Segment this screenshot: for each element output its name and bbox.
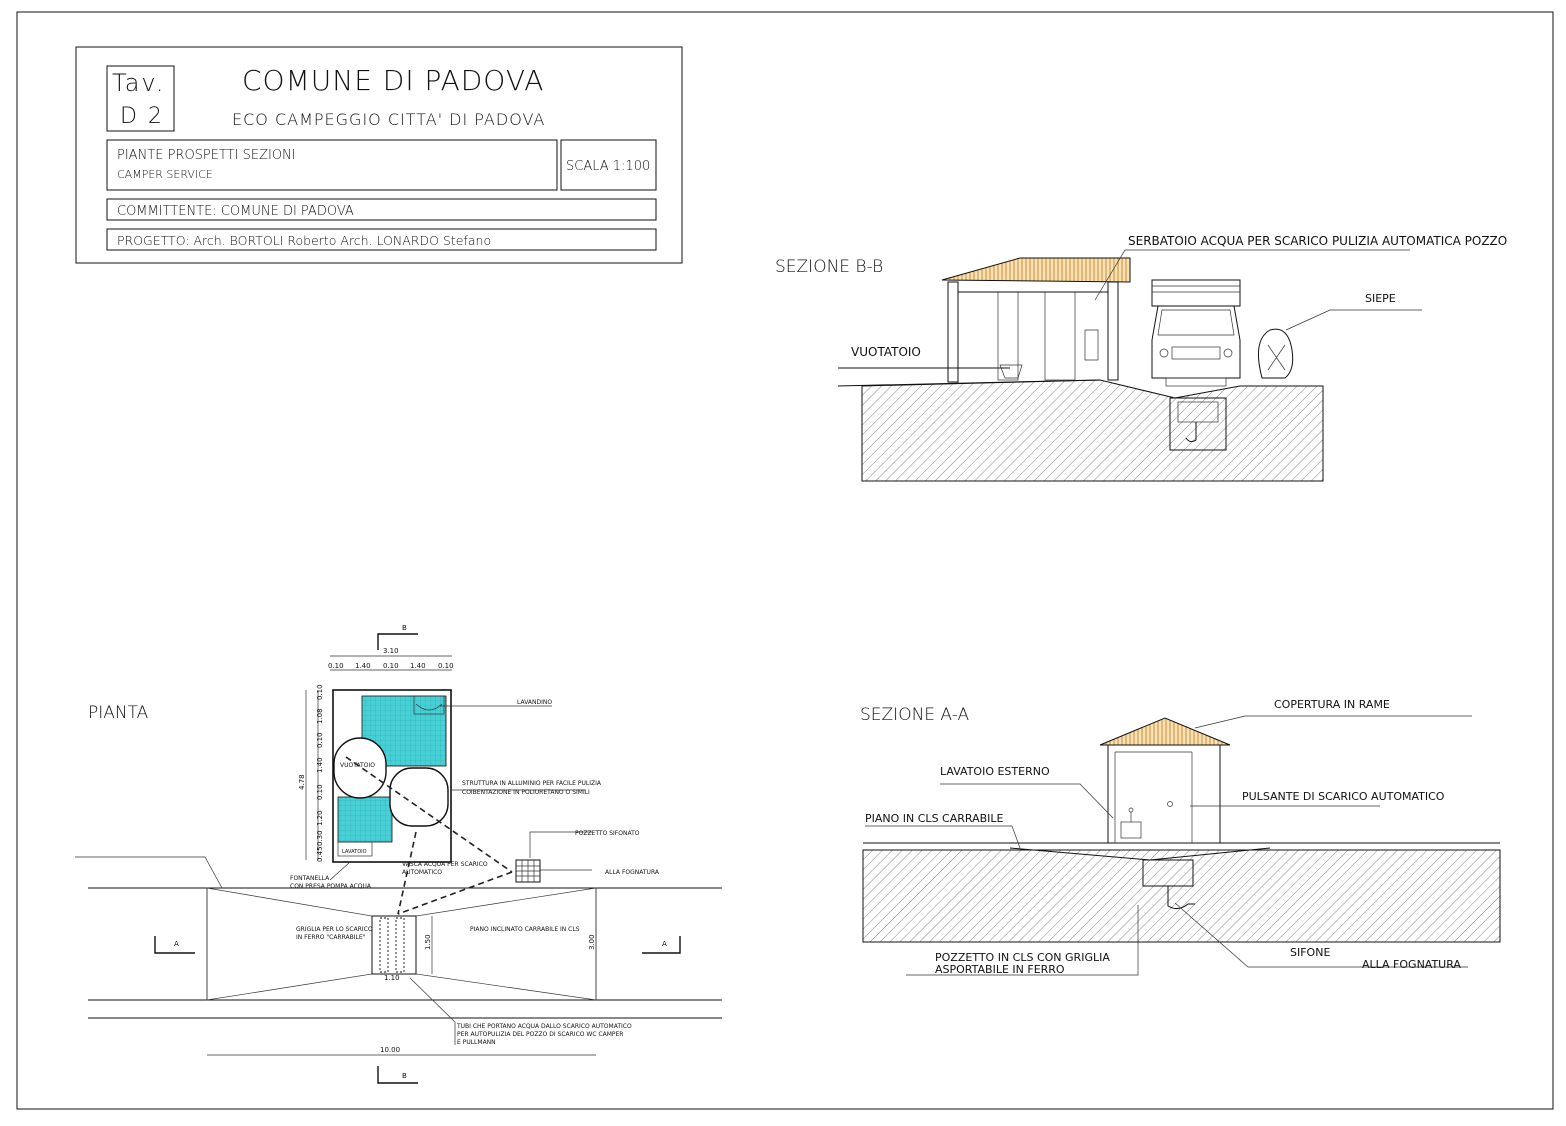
section-aa: SEZIONE A-A COPERTURA IN RAME LAVATOIO E… (860, 698, 1501, 976)
section-mark-b-top: B (402, 624, 407, 632)
drawing-subtitle: CAMPER SERVICE (117, 168, 213, 181)
dim-right-total: 3.00 (588, 934, 596, 950)
dim-top-1: 0.10 (328, 662, 344, 670)
dim-top-3: 0.10 (383, 662, 399, 670)
dim-grate-depth: 1.50 (424, 934, 432, 950)
fountain-label-2: CON PRESA POMPA ACQUA (290, 883, 372, 890)
tank-label: SERBATOIO ACQUA PER SCARICO PULIZIA AUTO… (1128, 234, 1507, 248)
tank-plan-label-1: VASCA ACQUA PER SCARICO (402, 861, 488, 868)
section-aa-title: SEZIONE A-A (860, 705, 969, 725)
siphon-label: SIFONE (1290, 946, 1330, 959)
structure-label-2: COIBENTAZIONE IN POLIURETANO O SIMILI (462, 789, 590, 796)
dim-top-4: 1.40 (410, 662, 426, 670)
dim-top-2: 1.40 (355, 662, 371, 670)
dim-left-6: 1.20 (316, 810, 324, 826)
plan-title: PIANTA (88, 703, 149, 723)
tav-number: D 2 (120, 104, 164, 129)
well-label-2: ASPORTABILE IN FERRO (935, 963, 1065, 976)
dim-left-7: 0.30 (316, 830, 324, 846)
sink-label: LAVANDINO (517, 699, 552, 706)
plan-view: PIANTA B B A A 3.10 0.10 1.40 0.10 1.40 … (75, 624, 722, 1084)
dim-left-4: 1.40 (316, 757, 324, 773)
roof-label: COPERTURA IN RAME (1274, 698, 1390, 711)
hedge-label: SIEPE (1365, 292, 1396, 305)
municipality-title: COMUNE DI PADOVA (242, 64, 544, 97)
sheet-border (16, 11, 1554, 1110)
siphon-well-label: POZZETTO SIFONATO (575, 830, 640, 837)
dim-bottom-total: 10.00 (380, 1046, 400, 1054)
dim-left-5: 0.10 (316, 784, 324, 800)
grate-label-1: GRIGLIA PER LO SCARICO (296, 926, 373, 933)
ramp-label: PIANO INCLINATO CARRABILE IN CLS (470, 926, 580, 933)
designer-label: PROGETTO: Arch. BORTOLI Roberto Arch. LO… (117, 233, 491, 248)
section-mark-b-bottom: B (402, 1072, 407, 1080)
dim-left-1: 0.10 (316, 684, 324, 700)
client-label: COMMITTENTE: COMUNE DI PADOVA (117, 204, 354, 219)
dim-left-2: 1.08 (316, 708, 324, 724)
tav-label: Tav. (112, 69, 165, 97)
drain-label: VUOTATOIO (851, 345, 921, 359)
dim-grate-width: 1.10 (384, 974, 400, 982)
well-label: POZZETTO IN CLS CON GRIGLIA (935, 951, 1110, 964)
drawing-title: PIANTE PROSPETTI SEZIONI (117, 148, 296, 163)
dim-top-total: 3.10 (383, 647, 399, 655)
structure-label-1: STRUTTURA IN ALLUMINIO PER FACILE PULIZI… (462, 780, 602, 787)
scale-label: SCALA 1:100 (566, 159, 650, 174)
plan-sewer-label: ALLA FOGNATURA (605, 869, 660, 876)
project-name: ECO CAMPEGGIO CITTA' DI PADOVA (232, 110, 545, 129)
wash-label: LAVATOIO ESTERNO (940, 765, 1050, 778)
floor-label: PIANO IN CLS CARRABILE (865, 812, 1004, 825)
fountain-label-1: FONTANELLA (290, 875, 330, 882)
pipes-label-3: E PULLMANN (457, 1039, 496, 1046)
title-block: Tav. D 2 COMUNE DI PADOVA ECO CAMPEGGIO … (75, 46, 683, 264)
plan-wc-label: LAVATOIO (342, 849, 367, 855)
dim-left-3: 0.10 (316, 732, 324, 748)
dim-left-total: 4.78 (298, 774, 306, 790)
section-mark-a-right: A (662, 940, 667, 948)
pipes-label-1: TUBI CHE PORTANO ACQUA DALLO SCARICO AUT… (456, 1023, 632, 1030)
section-bb: SEZIONE B-B SERBATOIO A (775, 234, 1507, 482)
pipes-label-2: PER AUTOPULIZIA DEL POZZO DI SCARICO WC … (457, 1031, 623, 1038)
dim-top-5: 0.10 (438, 662, 454, 670)
tank-plan-label-2: AUTOMATICO (402, 869, 442, 876)
tav-box (106, 65, 175, 132)
button-label: PULSANTE DI SCARICO AUTOMATICO (1242, 790, 1445, 803)
section-bb-title: SEZIONE B-B (775, 257, 883, 277)
section-mark-a-left: A (174, 940, 179, 948)
sewer-label: ALLA FOGNATURA (1362, 958, 1461, 971)
dim-left-8: 0.45 (316, 846, 324, 862)
grate-label-2: IN FERRO "CARRABILE" (296, 934, 366, 941)
